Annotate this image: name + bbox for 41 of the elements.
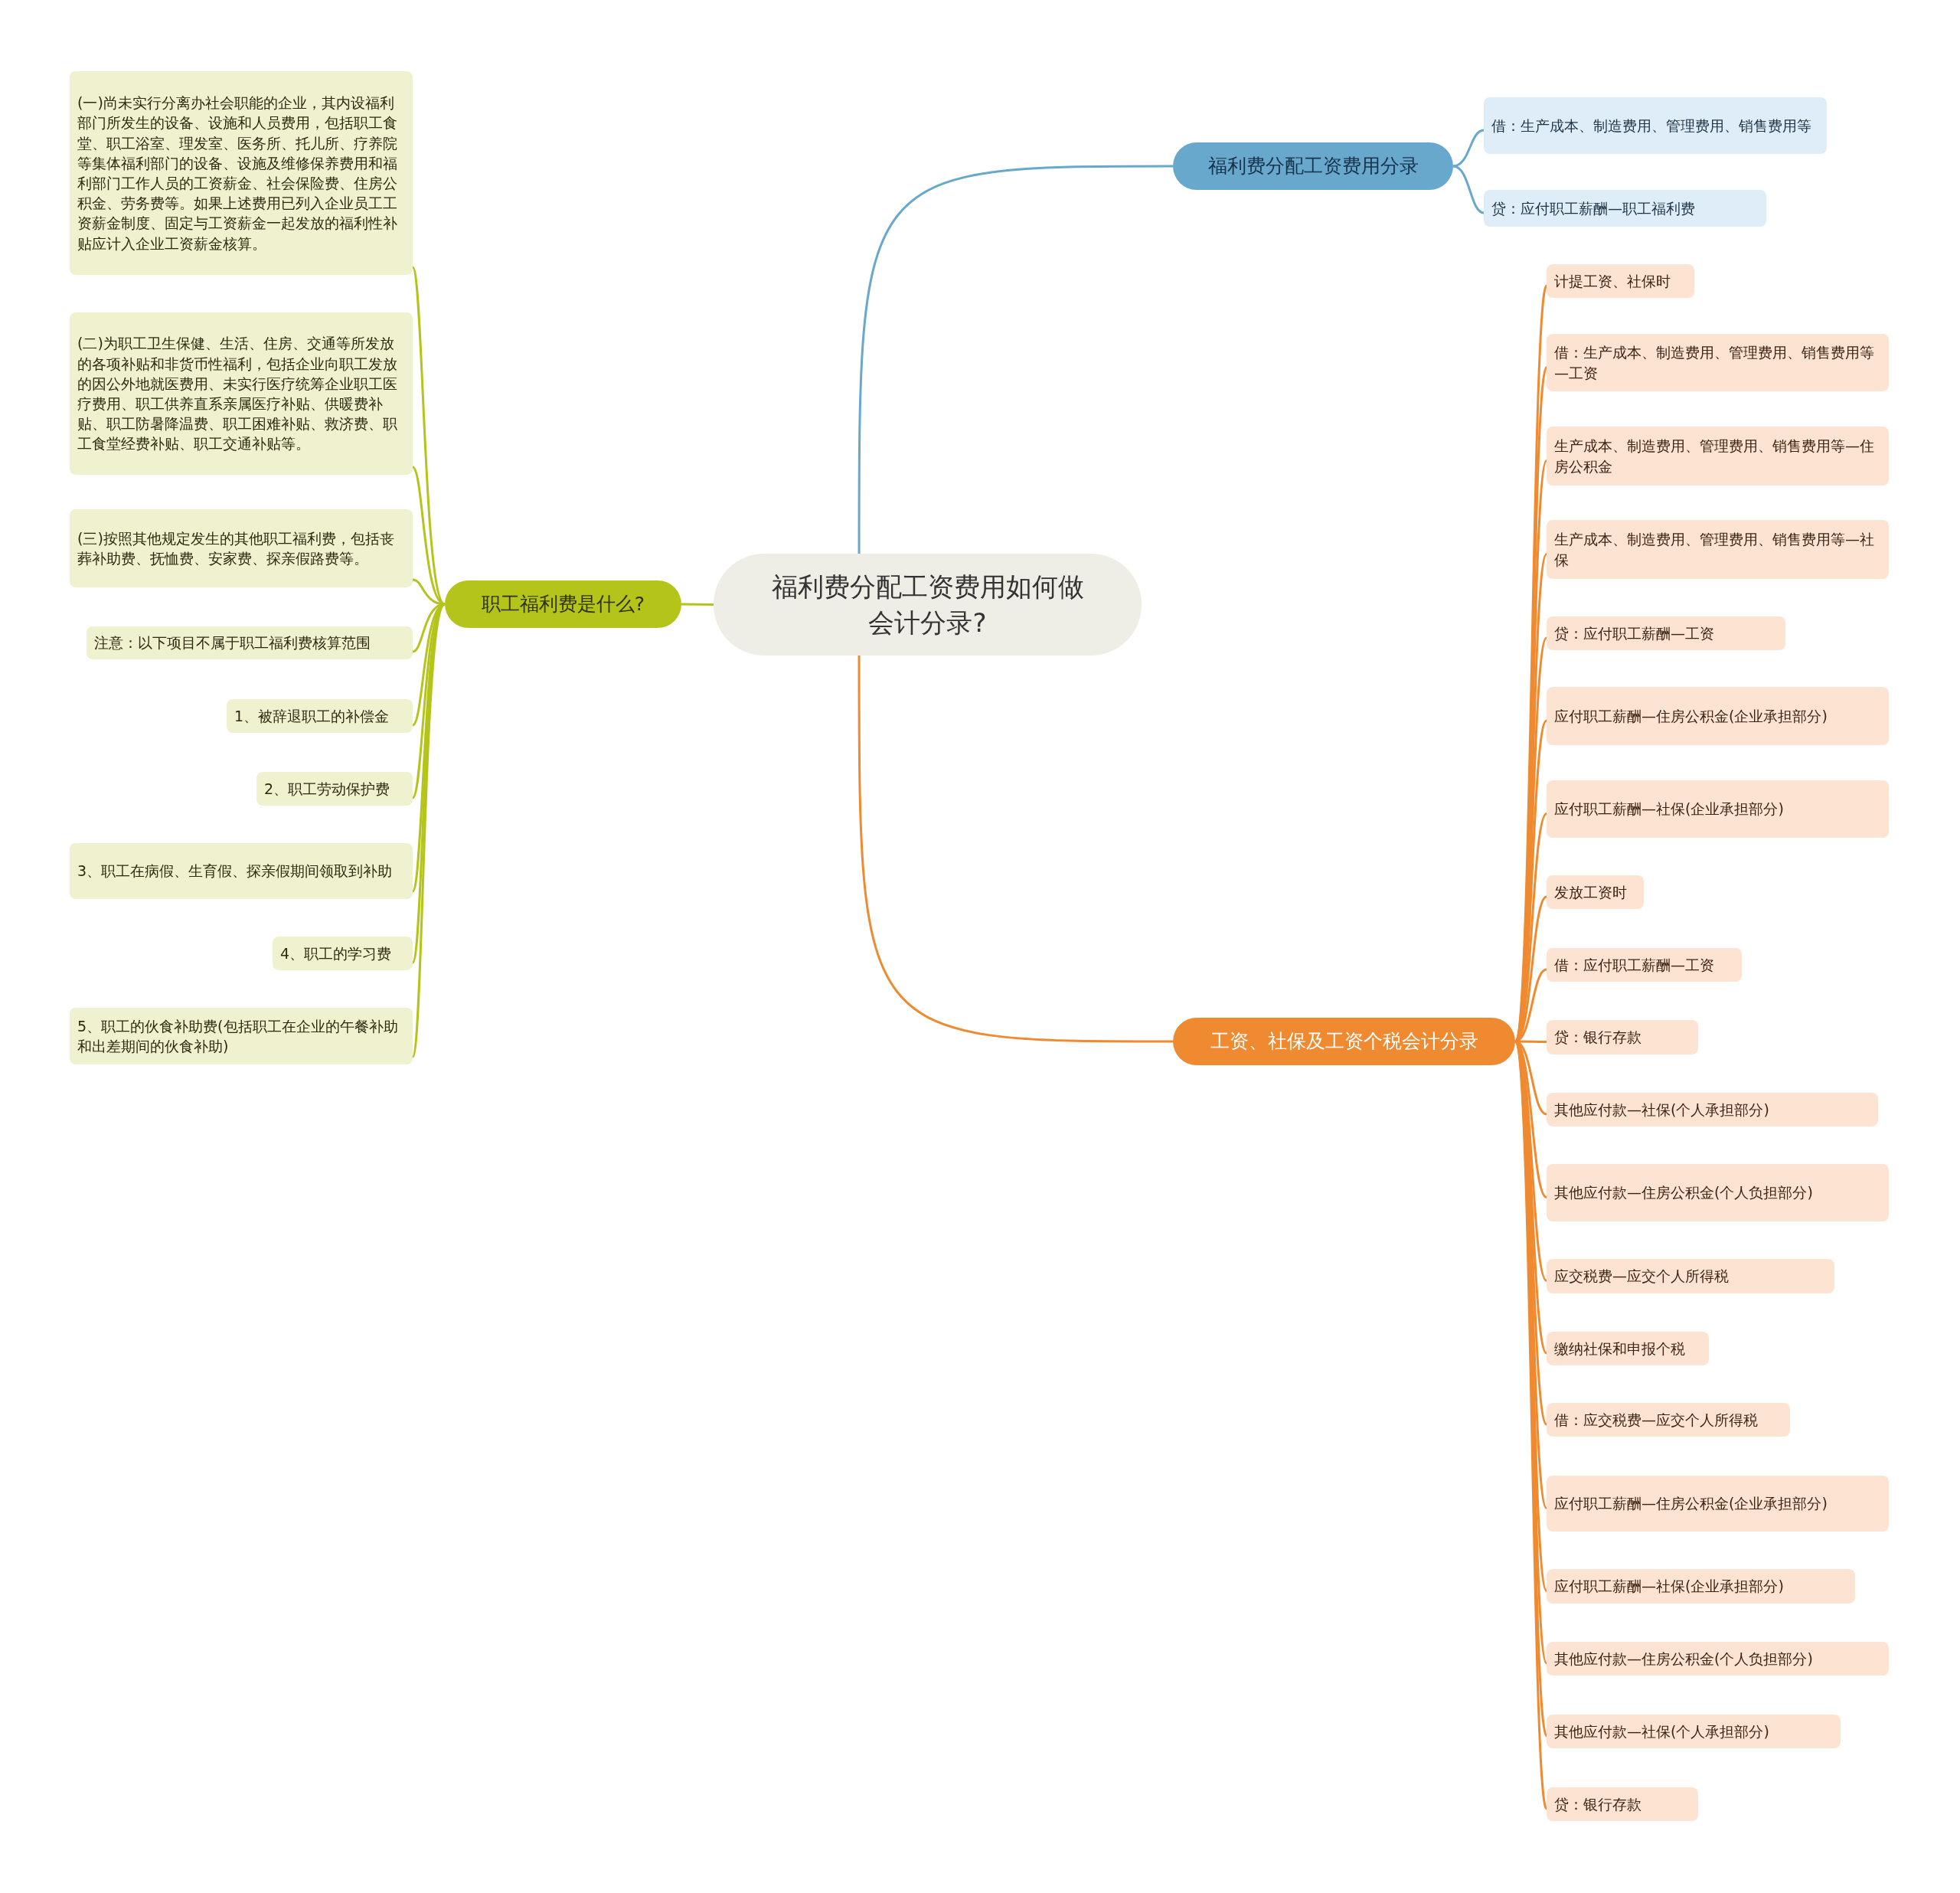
leaf-topic: 应付职工薪酬—住房公积金(企业承担部分) [1547,687,1889,745]
leaf-topic: 其他应付款—住房公积金(个人负担部分) [1547,1642,1889,1676]
leaf-topic: 生产成本、制造费用、管理费用、销售费用等—社保 [1547,520,1889,579]
leaf-topic: 其他应付款—住房公积金(个人负担部分) [1547,1164,1889,1221]
leaf-topic: 借：生产成本、制造费用、管理费用、销售费用等—工资 [1547,334,1889,391]
leaf-topic: 4、职工的学习费 [273,937,413,970]
leaf-topic: 缴纳社保和申报个税 [1547,1332,1709,1365]
connector-line [681,603,714,606]
leaf-topic: 借：应付职工薪酬—工资 [1547,948,1742,982]
leaf-topic: 3、职工在病假、生育假、探亲假期间领取到补助 [70,843,413,899]
leaf-topic: 贷：应付职工薪酬—职工福利费 [1484,190,1766,227]
branch-topic: 福利费分配工资费用分录 [1173,142,1453,190]
leaf-topic: 应付职工薪酬—住房公积金(企业承担部分) [1547,1476,1889,1532]
connector-line [858,165,1173,554]
leaf-topic: 贷：银行存款 [1547,1020,1698,1054]
leaf-topic: 注意：以下项目不属于职工福利费核算范围 [87,626,413,659]
leaf-topic: 借：应交税费—应交个人所得税 [1547,1403,1790,1437]
central-topic: 福利费分配工资费用如何做会计分录? [714,554,1142,656]
leaf-topic: 贷：银行存款 [1547,1787,1698,1821]
leaf-topic: 其他应付款—社保(个人承担部分) [1547,1715,1841,1748]
connector-line [858,656,1173,1043]
leaf-topic: (二)为职工卫生保健、生活、住房、交通等所发放的各项补贴和非货币性福利，包括企业向职工发放的因公外地就医费用、未实行医疗统筹企业职工医疗费用、职工供养直系亲属医疗补贴、供暖费补贴、职工防暑降温费、职工困难补贴、救济费、职工食堂经费补贴、职工交通补贴等。 [70,312,413,475]
branch-topic: 职工福利费是什么? [445,580,681,628]
leaf-topic: (三)按照其他规定发生的其他职工福利费，包括丧葬补助费、抚恤费、安家费、探亲假路费等。 [70,509,413,587]
leaf-topic: 应付职工薪酬—社保(企业承担部分) [1547,780,1889,838]
leaf-topic: 贷：应付职工薪酬—工资 [1547,616,1785,650]
branch-topic: 工资、社保及工资个税会计分录 [1173,1018,1515,1065]
leaf-topic: 1、被辞退职工的补偿金 [227,699,413,733]
connector-line [411,603,446,1058]
leaf-topic: 借：生产成本、制造费用、管理费用、销售费用等 [1484,97,1827,154]
leaf-topic: 应交税费—应交个人所得税 [1547,1259,1834,1293]
connector-line [1452,129,1485,168]
connector-line [1452,165,1485,214]
leaf-topic: 发放工资时 [1547,875,1644,909]
leaf-topic: 2、职工劳动保护费 [256,772,413,806]
leaf-topic: 计提工资、社保时 [1547,264,1694,298]
leaf-topic: 生产成本、制造费用、管理费用、销售费用等—住房公积金 [1547,427,1889,486]
leaf-topic: 5、职工的伙食补助费(包括职工在企业的午餐补助和出差期间的伙食补助) [70,1008,413,1064]
leaf-topic: 其他应付款—社保(个人承担部分) [1547,1093,1878,1126]
leaf-topic: (一)尚未实行分离办社会职能的企业，其内设福利部门所发生的设备、设施和人员费用，包括职工食堂、职工浴室、理发室、医务所、托儿所、疗养院等集体福利部门的设备、设施及维修保养费用和福利部门工作人员的工资薪金、社会保险费、住房公积金、劳务费等。如果上述费用已列入企业员工工资薪金制度、固定与工资薪金一起发放的福利性补贴应计入企业工资薪金核算。 [70,71,413,275]
leaf-topic: 应付职工薪酬—社保(企业承担部分) [1547,1569,1855,1604]
